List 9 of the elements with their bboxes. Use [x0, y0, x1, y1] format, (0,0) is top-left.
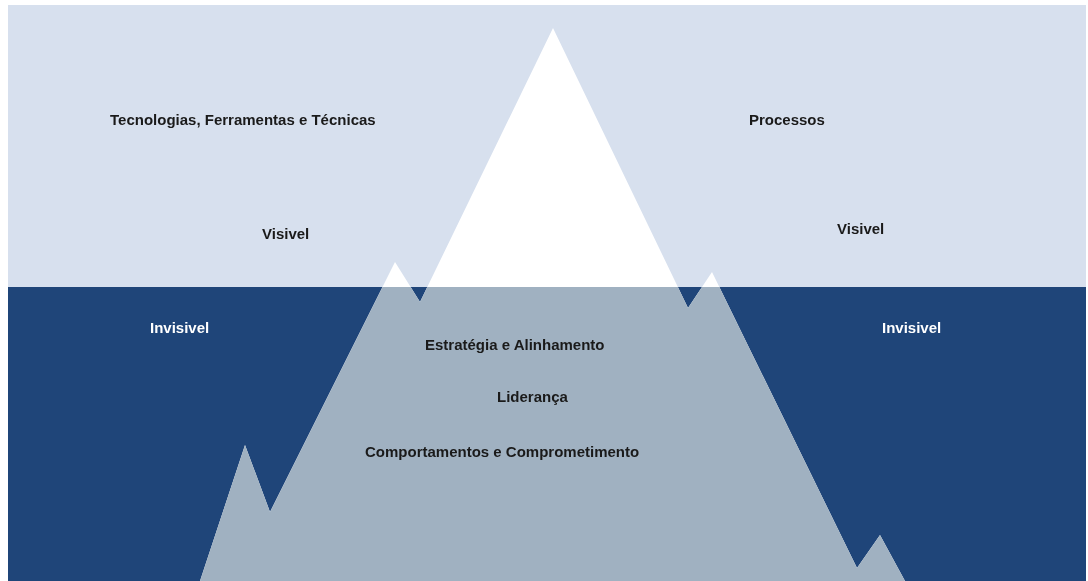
- zone-label: Visivel: [262, 225, 310, 243]
- zone-label: Invisivel: [882, 319, 942, 337]
- layer-label: Estratégia e Alinhamento: [425, 336, 605, 354]
- heading-text: Processos: [749, 111, 825, 129]
- layer-label: Liderança: [497, 388, 568, 406]
- zone-label: Invisivel: [150, 319, 210, 337]
- layer-label: Comportamentos e Comprometimento: [365, 443, 640, 461]
- zone-label: Visivel: [837, 220, 885, 238]
- heading-text: Tecnologias, Ferramentas e Técnicas: [110, 111, 376, 129]
